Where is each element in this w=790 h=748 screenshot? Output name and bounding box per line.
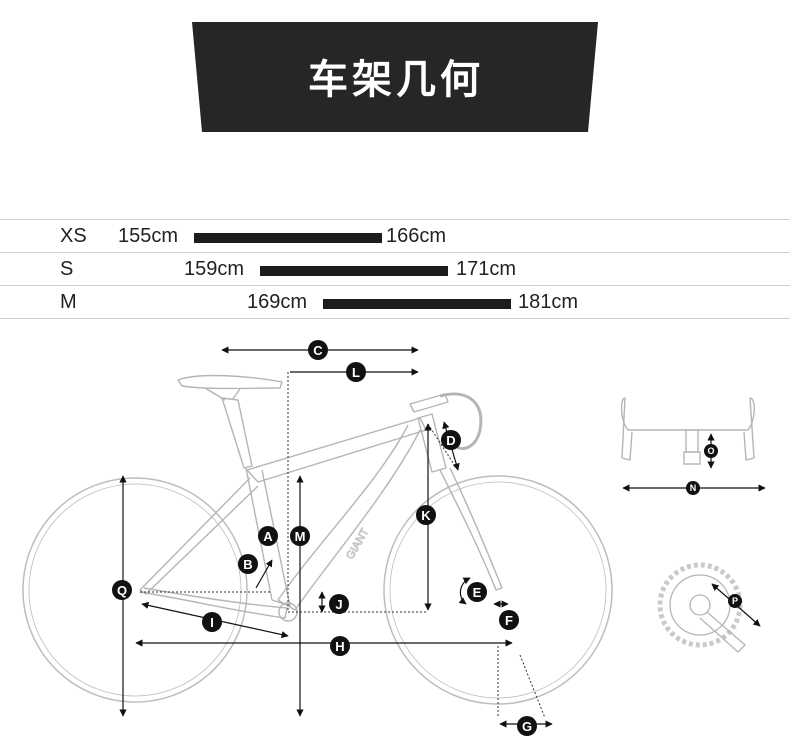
height-min: 159cm bbox=[184, 258, 245, 280]
svg-text:F: F bbox=[505, 613, 513, 628]
svg-text:G: G bbox=[522, 719, 532, 734]
size-row-m: M 169cm 181cm bbox=[0, 285, 790, 319]
marker-l: L bbox=[346, 362, 366, 382]
size-label: M bbox=[60, 291, 77, 313]
svg-text:O: O bbox=[707, 446, 714, 456]
height-min: 169cm bbox=[247, 291, 308, 313]
height-min: 155cm bbox=[118, 225, 179, 247]
page-title: 车架几何 bbox=[308, 57, 484, 103]
svg-text:D: D bbox=[446, 433, 455, 448]
frame-brand-logo: GIANT bbox=[344, 526, 371, 561]
svg-text:Q: Q bbox=[117, 583, 127, 598]
marker-b: B bbox=[238, 554, 258, 574]
dim-b-arrow bbox=[255, 559, 273, 589]
svg-text:A: A bbox=[263, 529, 273, 544]
marker-m: M bbox=[290, 526, 310, 546]
banner-shape bbox=[192, 22, 598, 132]
reference-lines bbox=[140, 372, 546, 719]
size-row-xs: XS 155cm 166cm bbox=[0, 219, 790, 252]
svg-text:L: L bbox=[352, 365, 360, 380]
handlebar-detail bbox=[620, 397, 755, 465]
marker-q: Q bbox=[112, 580, 132, 600]
height-max: 171cm bbox=[456, 258, 517, 280]
bike-frame bbox=[139, 374, 503, 622]
svg-text:I: I bbox=[210, 615, 214, 630]
svg-text:J: J bbox=[335, 597, 342, 612]
height-range-bar bbox=[194, 233, 382, 243]
marker-o: O bbox=[704, 444, 718, 458]
height-max: 181cm bbox=[518, 291, 579, 313]
marker-i: I bbox=[202, 612, 222, 632]
height-max: 166cm bbox=[386, 225, 447, 247]
size-row-s: S 159cm 171cm bbox=[0, 252, 790, 285]
svg-text:P: P bbox=[732, 596, 738, 606]
size-label: S bbox=[60, 258, 74, 280]
svg-text:B: B bbox=[243, 557, 252, 572]
marker-e: E bbox=[467, 582, 487, 602]
svg-text:K: K bbox=[421, 508, 431, 523]
size-label: XS bbox=[60, 225, 87, 247]
marker-c: C bbox=[308, 340, 328, 360]
dim-e-arrow bbox=[458, 577, 471, 605]
svg-text:E: E bbox=[473, 585, 482, 600]
marker-d: D bbox=[441, 430, 461, 450]
dimension-arrows bbox=[119, 346, 766, 728]
svg-text:N: N bbox=[690, 483, 697, 493]
height-range-bar bbox=[323, 299, 511, 309]
dimension-markers: A B C D E F G H I J K L M N O P Q bbox=[112, 340, 742, 736]
marker-p: P bbox=[728, 594, 742, 608]
svg-text:H: H bbox=[335, 639, 344, 654]
bike-geometry-svg: GIANT bbox=[22, 340, 766, 736]
marker-h: H bbox=[330, 636, 350, 656]
title-banner: 车架几何 bbox=[0, 0, 790, 150]
marker-n: N bbox=[686, 481, 700, 495]
marker-j: J bbox=[329, 594, 349, 614]
svg-text:M: M bbox=[295, 529, 306, 544]
marker-a: A bbox=[258, 526, 278, 546]
marker-g: G bbox=[517, 716, 537, 736]
svg-text:C: C bbox=[313, 343, 323, 358]
frame-geometry-diagram: GIANT bbox=[0, 325, 790, 748]
height-range-bar bbox=[260, 266, 448, 276]
marker-f: F bbox=[499, 610, 519, 630]
size-height-table: XS 155cm 166cm S 159cm 171cm M 169cm 181… bbox=[0, 219, 790, 319]
rear-wheel bbox=[22, 477, 248, 703]
crankset-detail bbox=[657, 562, 746, 653]
marker-k: K bbox=[416, 505, 436, 525]
